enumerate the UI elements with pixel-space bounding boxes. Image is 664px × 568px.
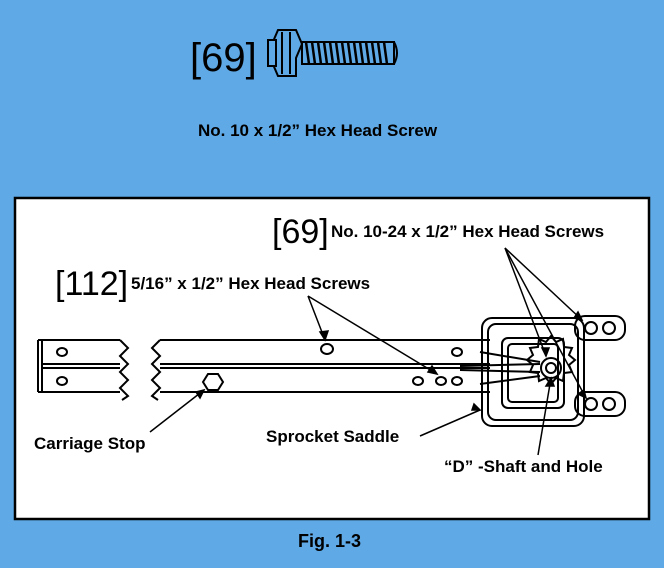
sprocket-saddle-icon	[459, 315, 626, 427]
sprocket-saddle-label: Sprocket Saddle	[266, 427, 400, 446]
hex-head-screw-icon	[267, 29, 398, 77]
callout-69-ref: [69]	[272, 213, 329, 251]
d-shaft-label: “D” -Shaft and Hole	[444, 457, 603, 476]
callout-112-label: 5/16” x 1/2” Hex Head Screws	[131, 274, 371, 293]
top-part-ref: [69]	[190, 36, 257, 80]
callout-69-label: No. 10-24 x 1/2” Hex Head Screws	[331, 222, 605, 241]
callout-112-ref: [112]	[55, 265, 129, 303]
top-part-caption: No. 10 x 1/2” Hex Head Screw	[198, 121, 438, 140]
carriage-stop-label: Carriage Stop	[34, 434, 146, 453]
diagram-panel	[13, 196, 651, 521]
carriage-stop-nut-icon	[201, 373, 225, 391]
figure-caption: Fig. 1-3	[298, 531, 362, 551]
leader-lines	[149, 247, 588, 456]
